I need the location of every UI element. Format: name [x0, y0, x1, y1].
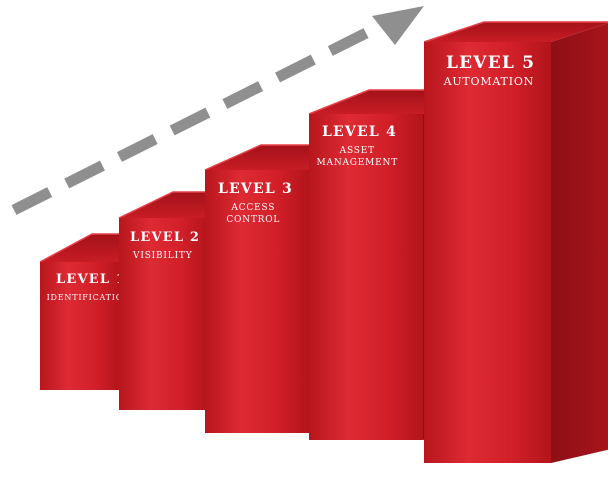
level-blocks: LEVEL 1 IDENTIFICATION LEVEL 2 VISIBILITY LE… — [39, 21, 608, 463]
level-5-block: LEVEL 5 AUTOMATION — [423, 21, 608, 463]
level-title: LEVEL 5 — [446, 53, 535, 73]
level-subtitle-line: ACCESS — [230, 203, 275, 213]
level-title: LEVEL 4 — [322, 124, 397, 140]
level-title: LEVEL 1 — [56, 272, 126, 287]
growth-arrow — [11, 6, 424, 215]
block-side-face — [551, 23, 608, 463]
level-subtitle-line: AUTOMATION — [443, 75, 535, 88]
block-front-face — [40, 262, 121, 390]
dashed-arrow-shaft — [11, 19, 387, 215]
arrow-head-icon — [372, 6, 424, 45]
level-subtitle-line: ASSET — [339, 146, 375, 156]
level-subtitle-line: MANAGEMENT — [317, 158, 399, 168]
level-subtitle-line: CONTROL — [226, 215, 280, 225]
level-title: LEVEL 3 — [218, 181, 293, 197]
block-top-rim — [423, 21, 608, 43]
block-front-face — [424, 42, 551, 463]
block-front-face — [119, 218, 209, 410]
level-subtitle-line: IDENTIFICATION — [47, 293, 131, 302]
block-front-face — [205, 170, 309, 433]
block-front-face — [309, 114, 423, 440]
level-title: LEVEL 2 — [130, 230, 200, 245]
level-subtitle-line: VISIBILITY — [132, 251, 193, 261]
